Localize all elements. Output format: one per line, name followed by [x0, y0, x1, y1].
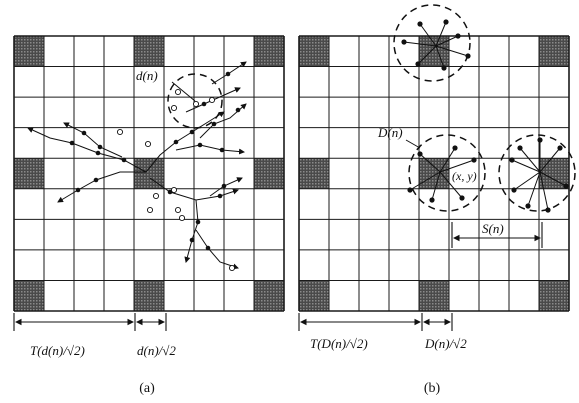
shaded-cell — [299, 280, 329, 311]
spacing-label: S(n) — [482, 221, 504, 236]
cluster-mid-dots — [407, 145, 477, 203]
point-label: (x, y) — [452, 169, 477, 183]
spacing-dimension — [451, 222, 543, 248]
grid-a — [13, 35, 285, 312]
radius-line-a — [171, 81, 196, 102]
cell-label-a: d(n)/√2 — [137, 343, 176, 358]
shaded-cell — [539, 36, 569, 67]
sensor-dots-a — [69, 71, 241, 251]
cluster-right — [511, 140, 567, 211]
cell-label-b: D(n)/√2 — [424, 336, 467, 351]
shaded-cell — [254, 280, 284, 311]
shaded-cell — [254, 158, 284, 189]
shaded-cell — [299, 158, 329, 189]
shaded-cell — [14, 280, 44, 311]
span-label-b: T(D(n)/√2) — [310, 336, 368, 351]
panel-b: (x, y) D(n) S(n) — [298, 4, 576, 396]
shaded-cell — [539, 158, 569, 189]
shaded-cell — [134, 158, 164, 189]
shaded-cell — [419, 158, 449, 189]
trajectories-a — [27, 61, 247, 270]
caption-b: (b) — [424, 381, 441, 396]
shaded-cell — [14, 36, 44, 67]
shaded-cell — [299, 36, 329, 67]
caption-a: (a) — [139, 381, 155, 396]
span-label-a: T(d(n)/√2) — [30, 343, 85, 358]
radius-circle-top — [393, 4, 471, 82]
shaded-cell — [134, 36, 164, 67]
shaded-cell — [539, 280, 569, 311]
radius-label-a: d(n) — [136, 68, 158, 83]
shaded-cell — [254, 36, 284, 67]
cluster-right-dots — [509, 137, 569, 213]
shaded-cell — [14, 158, 44, 189]
shaded-cell — [419, 280, 449, 311]
cluster-top — [403, 21, 469, 69]
cluster-mid — [409, 147, 475, 201]
radius-circle-right — [498, 134, 576, 212]
radius-line-mid — [405, 139, 421, 149]
shaded-cell — [419, 36, 449, 67]
radius-circle-a — [167, 73, 223, 129]
dimension-b — [298, 313, 453, 331]
grid-b — [298, 35, 570, 312]
shaded-cell — [134, 280, 164, 311]
dimension-a — [13, 313, 167, 331]
radius-circle-mid — [408, 134, 486, 212]
hollow-points-a — [116, 88, 236, 272]
panel-a: d(n) T(d(n)/√2) d(n)/√2 (a) — [13, 35, 285, 396]
radius-label-b: D(n) — [377, 125, 403, 140]
